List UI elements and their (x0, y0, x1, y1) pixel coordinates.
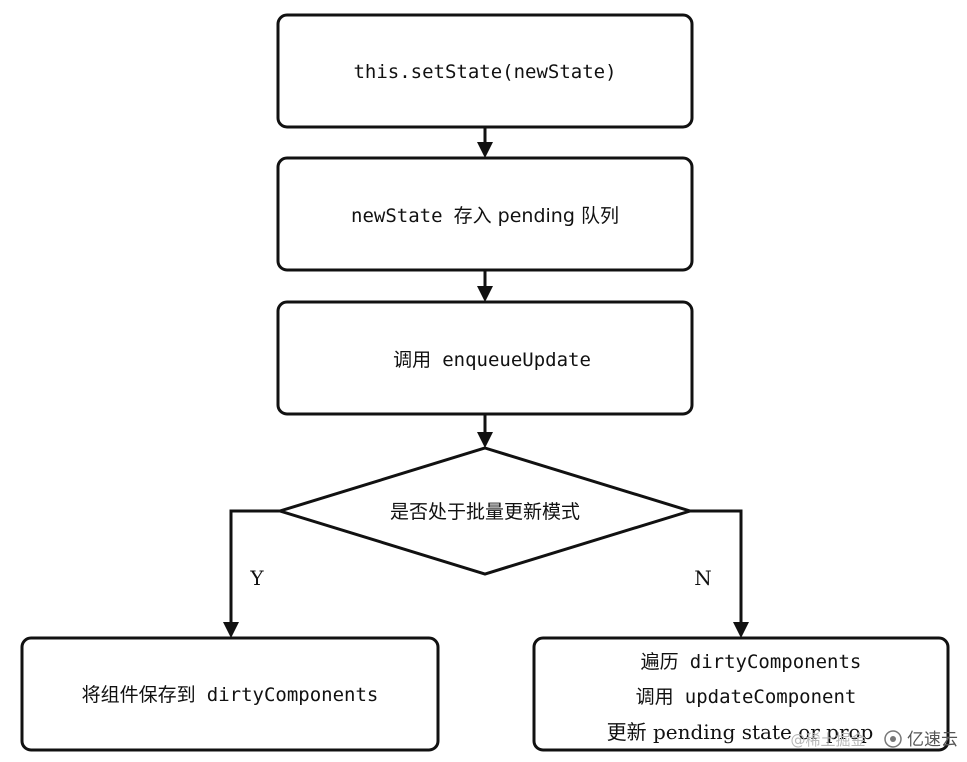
node-pending-queue-label: newState 存入 pending 队列 (351, 205, 619, 227)
arrow-decision-yes-branch (229, 509, 280, 626)
node-pending-queue-code: newState (351, 205, 443, 227)
watermark-logo-icon (884, 730, 902, 748)
arrowhead-1 (477, 142, 493, 158)
watermark-faint-text: @稀土掘金 (790, 731, 865, 749)
node-decision: 是否处于批量更新模式 (274, 446, 696, 576)
node-pending-queue: newState 存入 pending 队列 (276, 156, 694, 272)
node-update-line-2-text: 调用 (636, 686, 674, 708)
node-update-line-1: 遍历 dirtyComponents (641, 651, 862, 673)
node-update-components: 遍历 dirtyComponents 调用 updateComponent 更新… (532, 636, 950, 752)
edge-label-yes: Y (249, 566, 264, 590)
edge-label-no: N (694, 566, 712, 590)
watermark-logo: 亿速云 (884, 730, 958, 750)
node-update-line-1-code: dirtyComponents (690, 651, 862, 673)
node-pending-queue-text: 存入 pending 队列 (454, 205, 619, 227)
node-update-line-2: 调用 updateComponent (636, 686, 857, 708)
node-update-line-1-text: 遍历 (641, 651, 679, 673)
node-save-dirty-text: 将组件保存到 (82, 684, 196, 706)
node-update-line-3: 更新 pending state or prop (607, 720, 874, 744)
arrow-decision-no-branch (690, 509, 743, 626)
node-save-dirty-label: 将组件保存到 dirtyComponents (82, 684, 379, 706)
arrowhead-no (733, 622, 749, 638)
node-set-state: this.setState(newState) (276, 13, 694, 129)
arrowhead-2 (477, 286, 493, 302)
node-save-dirty: 将组件保存到 dirtyComponents (20, 636, 440, 752)
node-enqueue-update-label: 调用 enqueueUpdate (393, 349, 591, 371)
node-decision-label: 是否处于批量更新模式 (390, 501, 580, 523)
watermark-logo-text: 亿速云 (907, 730, 958, 750)
node-set-state-label: this.setState(newState) (353, 61, 616, 83)
node-update-line-2-code: updateComponent (685, 686, 857, 708)
arrowhead-3 (477, 432, 493, 448)
node-enqueue-update-text: 调用 (393, 349, 431, 371)
arrowhead-yes (223, 622, 239, 638)
node-save-dirty-code: dirtyComponents (207, 684, 379, 706)
connectors (223, 127, 749, 638)
node-enqueue-update: 调用 enqueueUpdate (276, 300, 694, 416)
node-enqueue-update-code: enqueueUpdate (442, 349, 591, 371)
